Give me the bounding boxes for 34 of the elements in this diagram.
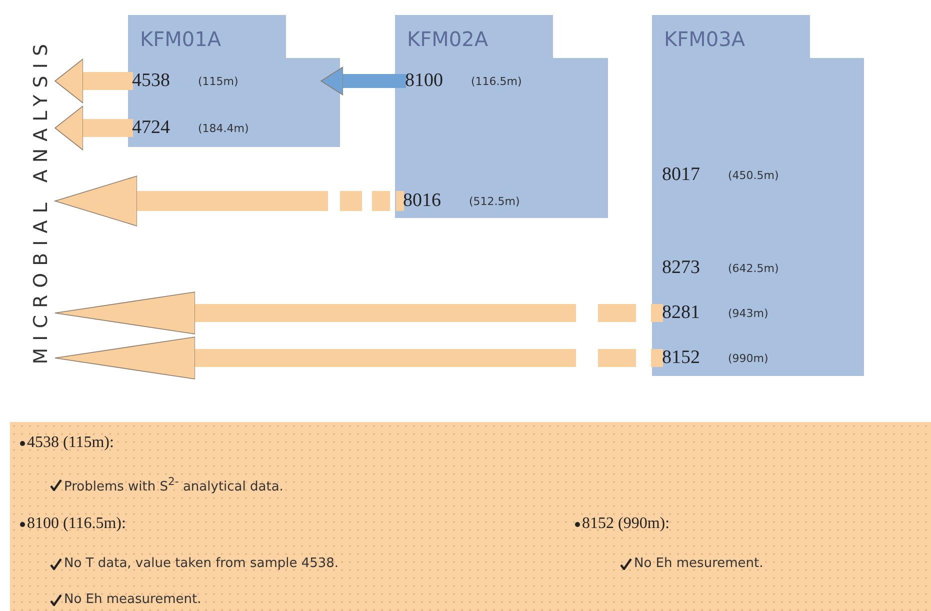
note-heading: 8100 (116.5m): [27, 515, 126, 533]
note-text: No Eh measurement. [64, 592, 202, 607]
sample-number: 8017 [662, 164, 700, 186]
arrow [54, 106, 133, 150]
note-heading: 8152 (990m): [582, 515, 670, 533]
borehole-label: KFM03A [664, 27, 746, 51]
note-text: No T data, value taken from sample 4538. [64, 556, 339, 571]
axis-title: MICROBIAL ANALYSIS [30, 37, 52, 365]
sample-number: 8016 [403, 190, 441, 212]
sample-number: 8281 [662, 302, 700, 324]
arrow [54, 58, 133, 104]
sample-depth: (115m) [198, 74, 238, 88]
sample-depth: (184.4m) [198, 122, 249, 134]
arrow [54, 176, 404, 226]
sample-number: 8273 [662, 257, 700, 279]
sample-depth: (450.5m) [728, 168, 779, 182]
note-text: Problems with S$^{2-}$ analytical data. [64, 475, 284, 494]
sample-number: 4724 [132, 117, 170, 139]
sample-number: 8152 [662, 347, 700, 369]
borehole-label: KFM02A [407, 27, 488, 51]
sample-depth: (512.5m) [469, 194, 520, 208]
sample-depth: (990m) [728, 352, 768, 364]
arrow [54, 336, 663, 380]
arrow [54, 292, 663, 334]
sample-depth: (642.5m) [728, 262, 779, 274]
notes-panel [10, 422, 931, 611]
note-heading: 4538 (115m): [27, 434, 114, 452]
arrow [320, 66, 406, 96]
note-text: No Eh mesurement. [634, 556, 764, 571]
borehole-label: KFM01A [140, 27, 222, 51]
sample-depth: (116.5m) [471, 74, 522, 88]
sample-depth: (943m) [728, 306, 768, 320]
sample-number: 4538 [132, 70, 170, 92]
sample-number: 8100 [405, 70, 443, 92]
